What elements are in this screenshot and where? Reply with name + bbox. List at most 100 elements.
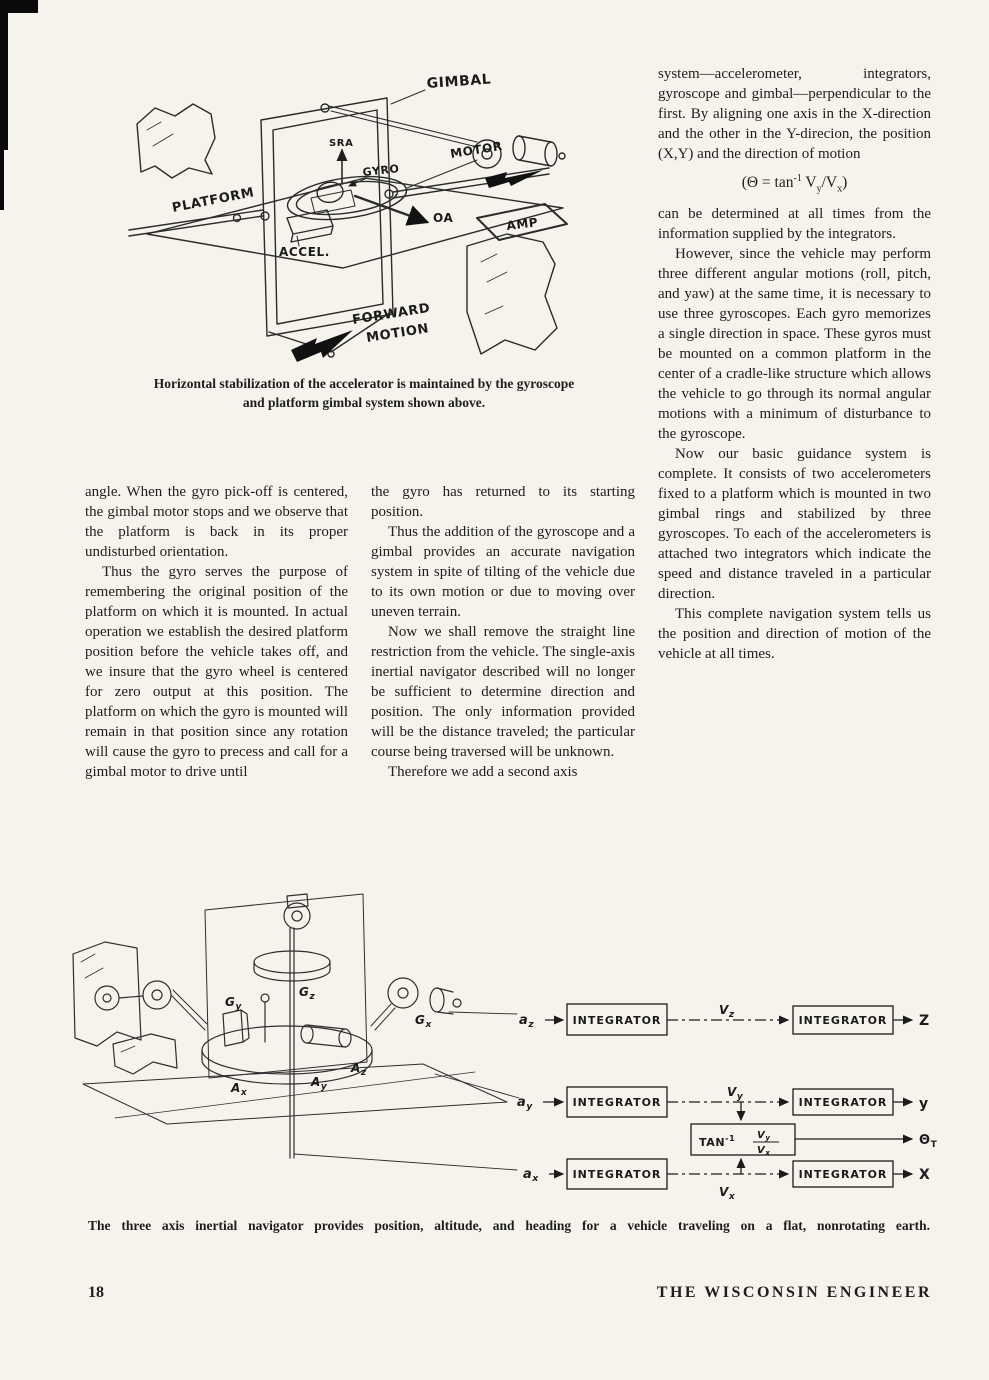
label-main: a (519, 1013, 528, 1028)
equation-theta: (Θ = tan-1 Vy/Vx) (658, 169, 931, 199)
oa-axis-arrow (353, 194, 430, 226)
integrator-label: INTEGRATOR (573, 1014, 662, 1027)
platform-disk (201, 1025, 373, 1075)
torn-plane-left (72, 941, 142, 1047)
motor-assembly (406, 135, 566, 189)
accelerometer-box (286, 209, 334, 243)
integrator-label: INTEGRATOR (573, 1168, 662, 1181)
label-sub: x (728, 1192, 736, 1202)
label-sub: z (360, 1068, 367, 1078)
signal-vy: Vy (727, 1085, 744, 1102)
gimbal-frame (260, 97, 394, 337)
label-main: a (517, 1095, 526, 1110)
equation-subscript: y (816, 183, 822, 195)
integrator-label: INTEGRATOR (799, 1014, 888, 1027)
figure1-caption: Horizontal stabilization of the accelera… (153, 376, 575, 410)
column-right: system—accelerometer, integrators, gyros… (658, 64, 931, 664)
torn-paper-left (136, 103, 216, 179)
label-sub: y (737, 1092, 744, 1102)
top-rod (328, 105, 478, 148)
label-sub: y (765, 1134, 770, 1142)
label-main: A (310, 1075, 321, 1089)
label-main: TAN (699, 1136, 725, 1149)
integrator-label: INTEGRATOR (573, 1096, 662, 1109)
paragraph: the gyro has returned to its starting po… (371, 484, 635, 520)
journal-title: THE WISCONSIN ENGINEER (656, 1284, 932, 1301)
platform-outline (146, 177, 564, 269)
label-sub: x (531, 1174, 539, 1184)
integrator-label: INTEGRATOR (799, 1096, 888, 1109)
forward-motion-arrow (291, 330, 353, 362)
torn-paper-right (466, 233, 558, 355)
central-shaft (289, 927, 295, 1159)
scan-artifact (0, 0, 8, 150)
label-sub: z (527, 1020, 534, 1030)
label-sub: T (931, 1140, 938, 1150)
column-middle: the gyro has returned to its starting po… (371, 482, 635, 782)
fig2-label-gy: Gy (225, 995, 242, 1012)
torn-piece-bottom (112, 1033, 178, 1075)
paragraph: system—accelerometer, integrators, gyros… (658, 66, 931, 162)
figure1-gimbal-illustration: GIMBAL SRA GYRO MOTOR PLATFORM OA ACCEL.… (128, 72, 568, 362)
label-main: V (757, 1145, 766, 1156)
label-sub: y (321, 1082, 328, 1092)
fig1-label-accel: ACCEL. (279, 245, 330, 259)
left-gimbal-motor (94, 980, 208, 1031)
output-z: Z (919, 1013, 930, 1029)
top-gyro-motor (283, 893, 311, 930)
paragraph: Therefore we add a second axis (388, 764, 578, 780)
label-main: G (415, 1013, 425, 1027)
column-left: angle. When the gyro pick-off is centere… (85, 482, 348, 782)
tan-denominator: Vx (757, 1145, 770, 1157)
tan-label: TAN-1 (699, 1134, 735, 1149)
scan-artifact (0, 150, 4, 210)
accel-cylinder (338, 1028, 352, 1048)
paragraph: Now our basic guidance system is complet… (658, 446, 931, 603)
fig2-label-ay: Ay (310, 1075, 328, 1092)
paragraph: Thus the addition of the gyroscope and a… (371, 524, 635, 620)
paragraph: However, since the vehicle may perform t… (658, 246, 931, 443)
paragraph: angle. When the gyro pick-off is centere… (85, 484, 348, 560)
equation-part: (Θ = tan (741, 174, 794, 192)
integrator-label: INTEGRATOR (799, 1168, 888, 1181)
left-axis-rod (128, 209, 264, 237)
fig2-label-az: Az (350, 1061, 367, 1078)
fig1-label-amp: AMP (506, 215, 539, 233)
leader-to-ax (293, 1153, 518, 1171)
input-az: az (519, 1013, 534, 1030)
label-main: G (299, 985, 309, 999)
paragraph: This complete navigation system tells us… (658, 606, 931, 663)
label-sub: z (728, 1010, 735, 1020)
figure2-caption: The three axis inertial navigator provid… (88, 1218, 930, 1233)
label-sub: x (424, 1020, 432, 1030)
input-ay: ay (517, 1095, 533, 1112)
tan-numerator: Vy (757, 1130, 771, 1142)
label-sub: x (764, 1149, 770, 1157)
paragraph: can be determined at all times from the … (658, 206, 931, 243)
label-main: V (719, 1003, 730, 1017)
upper-disk (253, 950, 331, 974)
floor-plane (82, 1063, 508, 1125)
fig1-label-motion: MOTION (365, 321, 430, 346)
equation-superscript: -1 (793, 173, 802, 184)
equation-part: /V (821, 174, 838, 192)
fig2-label-gx: Gx (415, 1013, 432, 1030)
leader-to-ay (434, 1073, 520, 1099)
label-main: A (350, 1061, 361, 1075)
output-y: y (919, 1096, 929, 1112)
accel-block (222, 1009, 250, 1047)
label-sub: y (526, 1102, 533, 1112)
label-sub: z (308, 992, 315, 1002)
label-main: V (719, 1185, 730, 1199)
label-main: a (523, 1167, 532, 1182)
right-gimbal-motor (370, 977, 462, 1031)
label-main: A (230, 1081, 241, 1095)
equation-part: ) (842, 174, 848, 192)
fig1-label-gyro: GYRO (362, 162, 400, 179)
equation-subscript: x (837, 183, 843, 195)
signal-vz: Vz (719, 1003, 735, 1020)
fig1-label-gimbal: GIMBAL (426, 72, 492, 92)
page-number: 18 (88, 1284, 104, 1301)
gyro-rotor (286, 175, 408, 221)
